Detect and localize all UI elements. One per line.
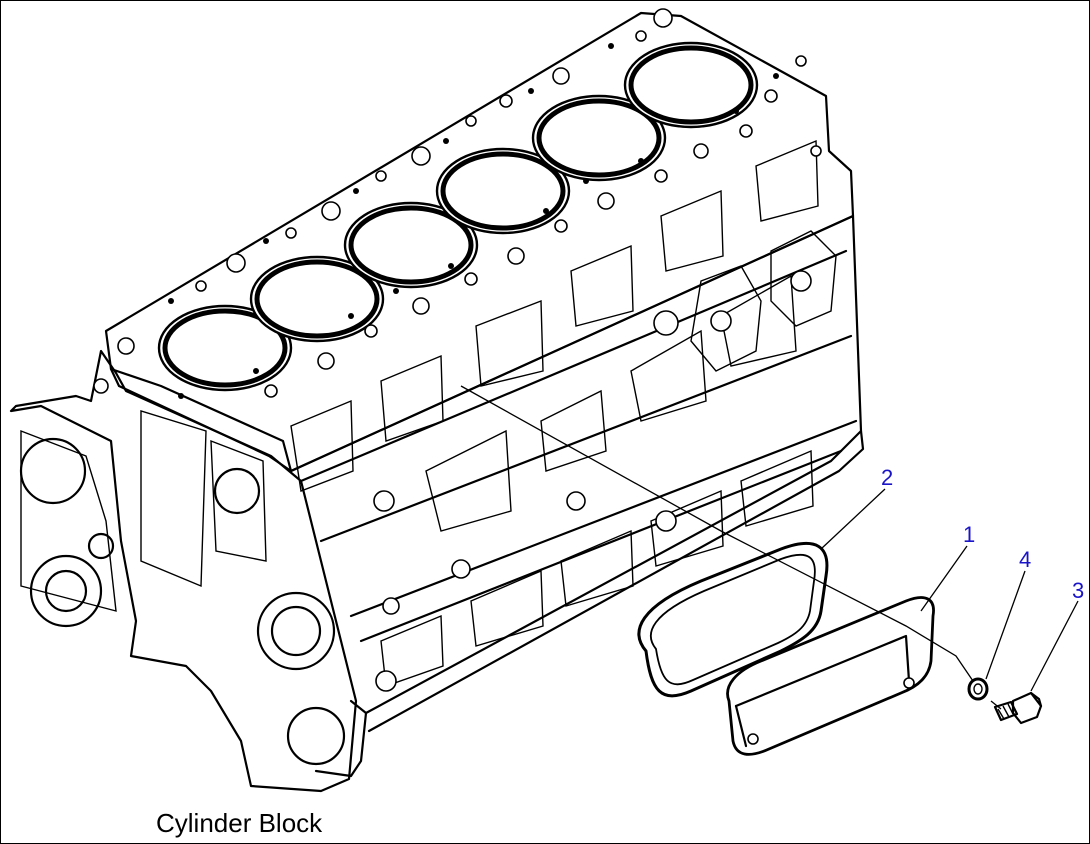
flange-bolt [993,691,1043,725]
mounting-bosses [690,230,837,372]
seal-washer [967,677,989,701]
gasket [637,541,829,698]
cylinder-bores [157,41,759,392]
callout-3: 3 [1072,578,1084,603]
front-gear-housing [9,349,358,793]
cylinder-block [9,8,865,793]
cover-plate [726,596,935,756]
deck-holes [93,8,822,399]
figure-caption: Cylinder Block [156,808,323,838]
callout-4: 4 [1019,547,1031,572]
block-top-deck [104,11,855,473]
callout-labels: 2 1 4 3 [881,465,1084,603]
side-openings [290,139,819,692]
assembly-axis-line [460,385,1002,710]
leader-lines [820,488,1079,692]
callout-1: 1 [963,522,975,547]
block-side-face [289,214,863,715]
callout-2: 2 [881,465,893,490]
